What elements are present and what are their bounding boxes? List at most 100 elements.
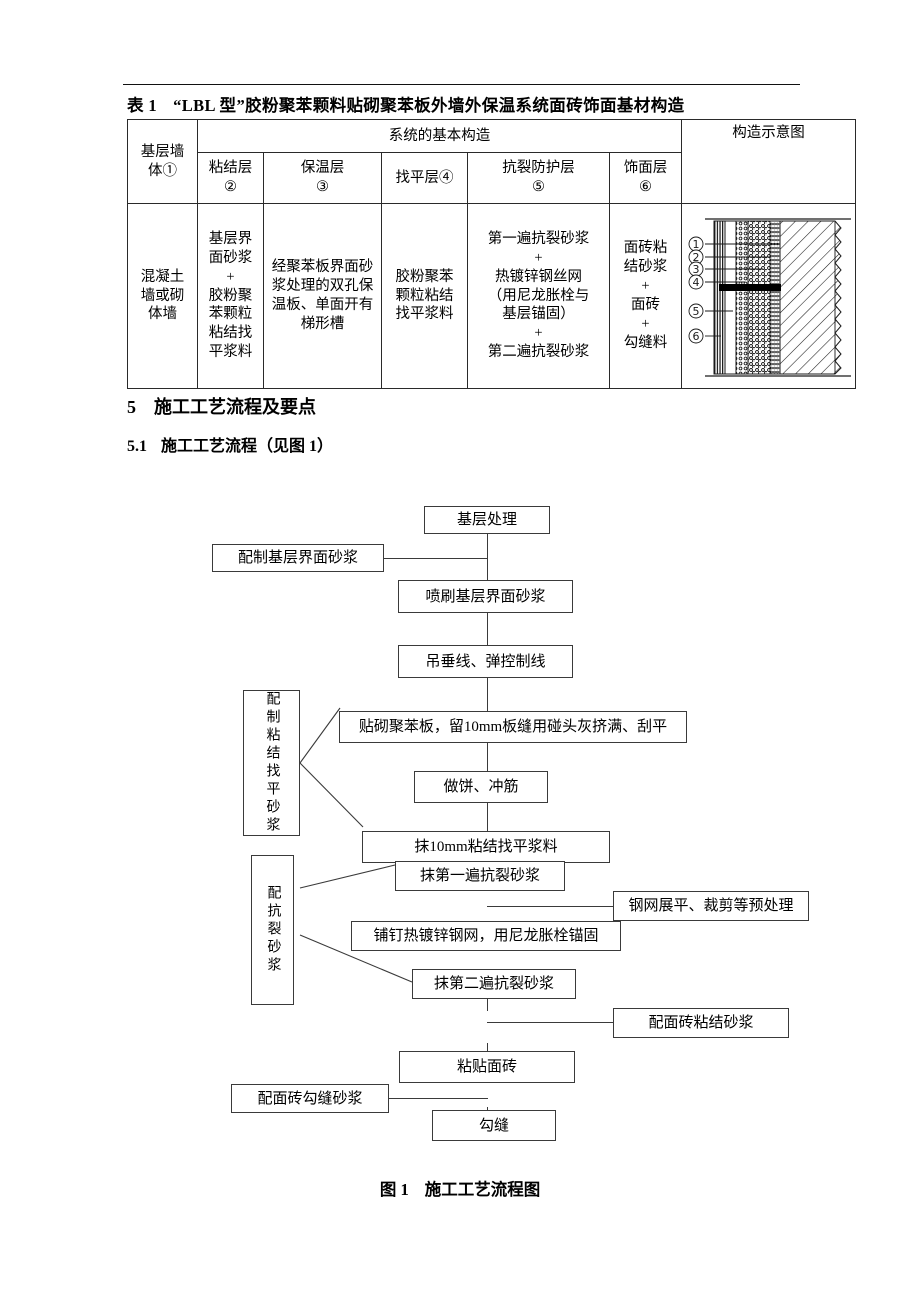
svg-text:1: 1 xyxy=(692,238,699,251)
flow-node-prepare-bonding-leveling-mortar[interactable]: 配制粘结找平砂浆 xyxy=(243,690,300,836)
header-line: 找平层④ xyxy=(395,169,454,186)
cell-line: 胶粉聚苯 xyxy=(395,268,454,285)
svg-text:5: 5 xyxy=(692,305,699,318)
header-line: 体① xyxy=(148,162,177,179)
cell-line: （用尼龙胀栓与 xyxy=(487,287,590,304)
svg-text:3: 3 xyxy=(692,263,699,276)
flow-connector xyxy=(487,533,488,581)
header-cell-base-wall: 基层墙 体① xyxy=(127,119,198,204)
table-caption: 表 1 “LBL 型”胶粉聚苯颗料贴砌聚苯板外墙外保温系统面砖饰面基材构造 xyxy=(127,92,867,116)
wall-section-diagram: 1 2 3 4 5 6 xyxy=(682,206,855,386)
table-body-row: 混凝土 墙或砌 体墙 基层界 面砂浆 + 胶粉聚 苯颗粒 粘结找 平浆料 xyxy=(127,203,857,389)
flow-connector xyxy=(487,613,488,646)
cell-line: 找平浆料 xyxy=(395,306,454,323)
header-cell-leveling-layer: 找平层④ xyxy=(381,152,468,204)
cell-line: 基层锚固） xyxy=(502,306,575,323)
construction-table: 基层墙 体① 系统的基本构造 构造示意图 粘结层 ② 保温层 ③ xyxy=(127,119,857,389)
cell-line: 基层界 xyxy=(208,231,253,248)
cell-bond-layer: 基层界 面砂浆 + 胶粉聚 苯颗粒 粘结找 平浆料 xyxy=(197,203,264,389)
svg-text:4: 4 xyxy=(692,276,699,289)
header-line: 基层墙 xyxy=(140,143,185,160)
flow-connector xyxy=(487,1022,613,1023)
cell-line: 面砖 xyxy=(631,297,660,313)
cell-line: 面砂浆 xyxy=(208,249,253,266)
header-line: 抗裂防护层 xyxy=(502,160,575,177)
cell-line: 热镀锌钢丝网 xyxy=(495,268,582,285)
cell-line: 勾缝料 xyxy=(623,334,668,351)
cell-line: 结砂浆 xyxy=(623,259,668,276)
flow-node-prepare-tile-bonding-mortar[interactable]: 配面砖粘结砂浆 xyxy=(613,1008,789,1038)
cell-line: 第二遍抗裂砂浆 xyxy=(487,344,590,361)
cell-finish-layer: 面砖粘 结砂浆 + 面砖 + 勾缝料 xyxy=(608,203,683,389)
cell-line: + xyxy=(641,278,650,295)
header-line: ⑤ xyxy=(532,179,545,195)
subsection-number: 5.1 xyxy=(127,438,147,455)
cell-line: 梯形槽 xyxy=(300,315,345,332)
flow-node-paste-eps-board[interactable]: 贴砌聚苯板，留10mm板缝用碰头灰挤满、刮平 xyxy=(339,711,687,743)
cell-line: + xyxy=(226,268,235,285)
svg-text:2: 2 xyxy=(692,251,699,264)
flow-node-paste-tiles[interactable]: 粘贴面砖 xyxy=(399,1051,575,1083)
svg-text:6: 6 xyxy=(692,330,699,343)
table-caption-number: 表 1 xyxy=(127,96,158,115)
cell-line: 第一遍抗裂砂浆 xyxy=(487,231,590,248)
subsection-heading: 5.1 施工工艺流程（见图 1） xyxy=(127,432,333,456)
flow-connector xyxy=(487,743,488,771)
flow-node-spray-interface-mortar[interactable]: 喷刷基层界面砂浆 xyxy=(398,580,573,613)
flow-node-second-anticrack-coat[interactable]: 抹第二遍抗裂砂浆 xyxy=(412,969,576,999)
header-cell-anticrack-layer: 抗裂防护层 ⑤ xyxy=(467,152,610,204)
section-title: 施工工艺流程及要点 xyxy=(154,397,316,417)
header-rule xyxy=(123,84,800,85)
cell-line: + xyxy=(534,249,543,266)
cell-insulation-layer: 经聚苯板界面砂 浆处理的双孔保 温板、单面开有 梯形槽 xyxy=(263,203,382,389)
header-line: 饰面层 xyxy=(623,160,668,177)
header-line: ③ xyxy=(316,179,329,195)
header-line: ② xyxy=(224,179,237,195)
flow-node-prepare-tile-joint-mortar[interactable]: 配面砖勾缝砂浆 xyxy=(231,1084,389,1113)
flow-node-base-treatment[interactable]: 基层处理 xyxy=(424,506,550,534)
cell-line: 体墙 xyxy=(148,306,177,323)
header-cell-insulation-layer: 保温层 ③ xyxy=(263,152,382,204)
cell-line: 浆处理的双孔保 xyxy=(271,278,374,295)
flow-connector xyxy=(487,906,613,907)
table-header-row-1: 基层墙 体① 系统的基本构造 构造示意图 xyxy=(127,119,857,204)
cell-line: 面砖粘 xyxy=(623,240,668,257)
cell-line: 平浆料 xyxy=(208,344,253,361)
figure-caption-title: 施工工艺流程图 xyxy=(424,1180,541,1199)
flow-connector xyxy=(389,1098,488,1099)
flow-node-first-anticrack-coat[interactable]: 抹第一遍抗裂砂浆 xyxy=(395,861,565,891)
subsection-title: 施工工艺流程（见图 1） xyxy=(161,438,334,455)
header-cell-system-structure: 系统的基本构造 xyxy=(196,119,683,153)
figure-caption: 图 1 施工工艺流程图 xyxy=(0,1176,920,1200)
flow-node-prepare-interface-mortar[interactable]: 配制基层界面砂浆 xyxy=(212,544,384,572)
cell-line: 颗粒粘结 xyxy=(395,287,454,304)
header-line: 保温层 xyxy=(300,160,345,177)
flow-connector xyxy=(487,803,488,831)
figure-caption-number: 图 1 xyxy=(379,1180,409,1199)
cell-line: 经聚苯板界面砂 xyxy=(271,259,374,276)
cell-leveling-layer: 胶粉聚苯 颗粒粘结 找平浆料 xyxy=(381,203,468,389)
flow-node-pointing-joints[interactable]: 勾缝 xyxy=(432,1110,556,1141)
cell-line: 混凝土 xyxy=(140,268,185,285)
cell-line: 墙或砌 xyxy=(140,287,185,304)
table-header-row-2: 粘结层 ② 保温层 ③ 找平层④ 抗裂防护层 ⑤ xyxy=(128,152,856,204)
cell-line: 粘结找 xyxy=(208,325,253,342)
flow-node-install-galvanized-mesh[interactable]: 铺钉热镀锌钢网，用尼龙胀栓锚固 xyxy=(351,921,621,951)
flow-node-prepare-anticrack-mortar[interactable]: 配抗裂砂浆 xyxy=(251,855,294,1005)
header-line: ⑥ xyxy=(639,179,652,195)
header-cell-diagram: 构造示意图 xyxy=(681,119,857,204)
cell-base-wall: 混凝土 墙或砌 体墙 xyxy=(127,203,198,389)
cell-line: 胶粉聚 xyxy=(208,287,253,304)
flow-node-make-cakes-ribs[interactable]: 做饼、冲筋 xyxy=(414,771,548,803)
flow-node-plumb-control-lines[interactable]: 吊垂线、弹控制线 xyxy=(398,645,573,678)
flow-node-mesh-pretreatment[interactable]: 钢网展平、裁剪等预处理 xyxy=(613,891,809,921)
flow-node-apply-10mm-leveling[interactable]: 抹10mm粘结找平浆料 xyxy=(362,831,610,863)
cell-anticrack-layer: 第一遍抗裂砂浆 + 热镀锌钢丝网 （用尼龙胀栓与 基层锚固） + 第二遍抗裂砂浆 xyxy=(467,203,610,389)
cell-line: 温板、单面开有 xyxy=(271,297,374,313)
cell-line: + xyxy=(534,325,543,342)
cell-line: 苯颗粒 xyxy=(208,306,253,323)
table-caption-title: “LBL 型”胶粉聚苯颗料贴砌聚苯板外墙外保温系统面砖饰面基材构造 xyxy=(173,96,685,115)
section-number: 5 xyxy=(127,397,136,417)
